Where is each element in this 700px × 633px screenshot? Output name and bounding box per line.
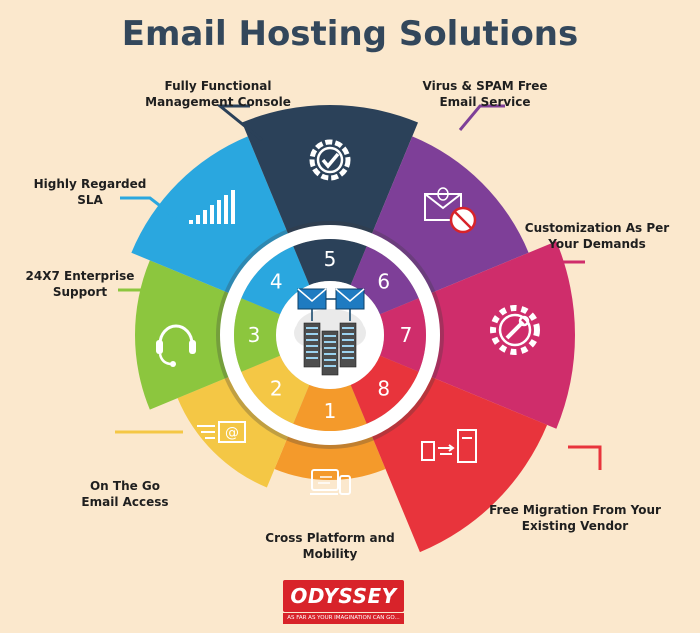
segment-number-3: 3	[248, 323, 261, 347]
label-line: Highly Regarded	[33, 177, 147, 191]
server-transfer-icon	[421, 429, 477, 463]
segment-5	[241, 105, 419, 236]
label-line: SLA	[77, 193, 103, 207]
label-segment-2: On The Go Email Access	[60, 478, 190, 510]
segment-2	[177, 376, 289, 488]
segment-1	[274, 434, 386, 480]
inner-segment-1	[293, 384, 367, 431]
svg-text:@: @	[225, 425, 239, 441]
label-line: Fully Functional	[164, 79, 272, 93]
segment-8	[371, 376, 548, 553]
label-line: Support	[52, 285, 108, 299]
segment-3	[135, 260, 231, 410]
label-line: Cross Platform and	[265, 531, 395, 545]
inner-segment-3	[234, 298, 281, 372]
segment-7	[429, 241, 575, 429]
label-line: On The Go	[89, 479, 161, 493]
segment-number-6: 6	[377, 269, 390, 293]
bug-envelope-icon	[424, 187, 477, 234]
inner-segment-6	[350, 246, 419, 315]
headset-icon	[156, 324, 196, 367]
segment-number-2: 2	[270, 377, 283, 401]
label-line: Email Access	[81, 495, 169, 509]
segment-number-5: 5	[324, 247, 337, 271]
leader-line-8	[568, 445, 602, 470]
label-line: Mobility	[302, 547, 358, 561]
label-line: Virus & SPAM Free	[422, 79, 548, 93]
label-line: Email Service	[439, 95, 531, 109]
email-fast-icon: @	[197, 421, 246, 443]
label-line: Customization As Per	[524, 221, 670, 235]
leader-line-4	[120, 196, 177, 220]
inner-segment-2	[241, 355, 310, 424]
white-ring	[220, 225, 440, 445]
devices-sync-icon	[310, 469, 351, 495]
segment-number-8: 8	[377, 377, 390, 401]
check-gear-icon	[309, 139, 351, 181]
inner-segment-7	[379, 298, 427, 372]
odyssey-logo: ODYSSEY AS FAR AS YOUR IMAGINATION CAN G…	[283, 580, 404, 624]
email-server-cloud-icon	[294, 288, 366, 376]
logo-name: ODYSSEY	[283, 580, 404, 612]
logo-tagline: AS FAR AS YOUR IMAGINATION CAN GO...	[283, 613, 404, 624]
segment-number-4: 4	[270, 269, 283, 293]
page-title: Email Hosting Solutions	[121, 14, 579, 54]
segment-6	[371, 136, 529, 294]
segment-number-1: 1	[324, 399, 337, 423]
label-line: Free Migration From Your	[489, 503, 661, 517]
signal-bars-icon	[189, 190, 235, 224]
leader-line-5	[215, 104, 263, 142]
label-line: Your Demands	[548, 237, 646, 251]
segment-number-7: 7	[400, 323, 413, 347]
leader-line-6	[458, 104, 505, 131]
label-line: 24X7 Enterprise	[25, 269, 135, 283]
wrench-gear-icon	[490, 305, 540, 355]
label-line: Management Console	[145, 95, 291, 109]
label-line: Existing Vendor	[521, 519, 629, 533]
inner-segment-8	[350, 355, 419, 424]
inner-segment-4	[241, 246, 310, 315]
inner-segment-5	[293, 239, 367, 286]
